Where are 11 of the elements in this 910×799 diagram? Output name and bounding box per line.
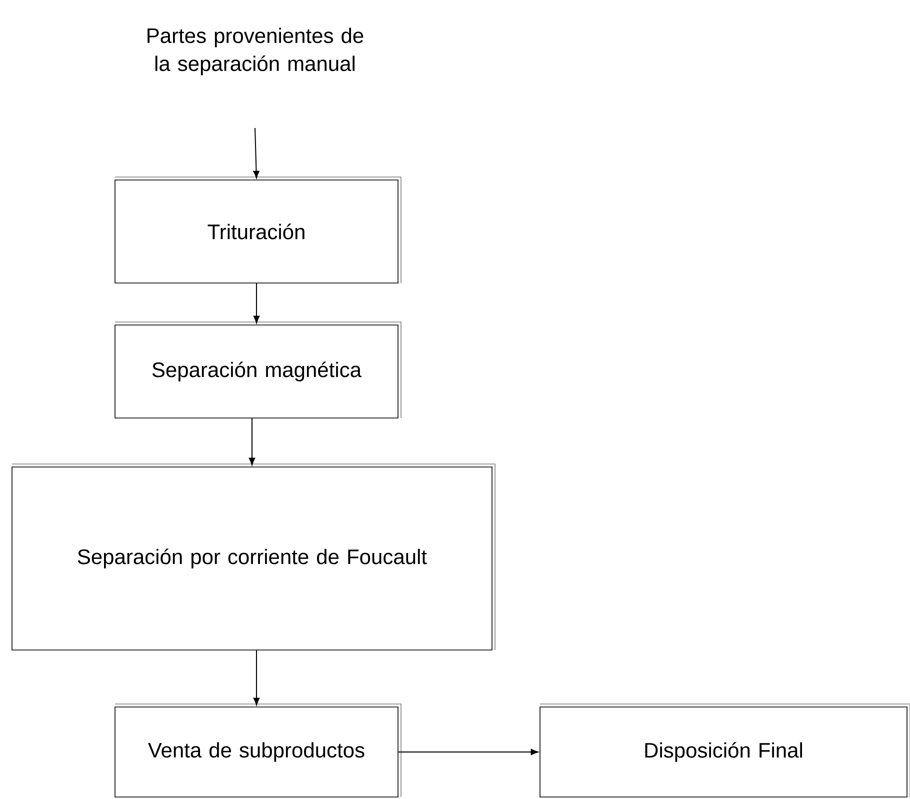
arrow bbox=[398, 748, 538, 756]
arrow bbox=[253, 650, 260, 706]
process-box: Separación por corriente de Foucault bbox=[12, 464, 496, 650]
input-label: Partes provenientes de la separación manual bbox=[148, 28, 364, 76]
arrow bbox=[253, 128, 260, 178]
process-box: Separación magnética bbox=[114, 322, 402, 418]
arrow bbox=[253, 282, 260, 324]
process-box: Trituración bbox=[114, 176, 402, 284]
process-box: Disposición Final bbox=[540, 704, 910, 798]
process-box: Venta de subproductos bbox=[114, 704, 402, 798]
arrow bbox=[248, 418, 256, 466]
